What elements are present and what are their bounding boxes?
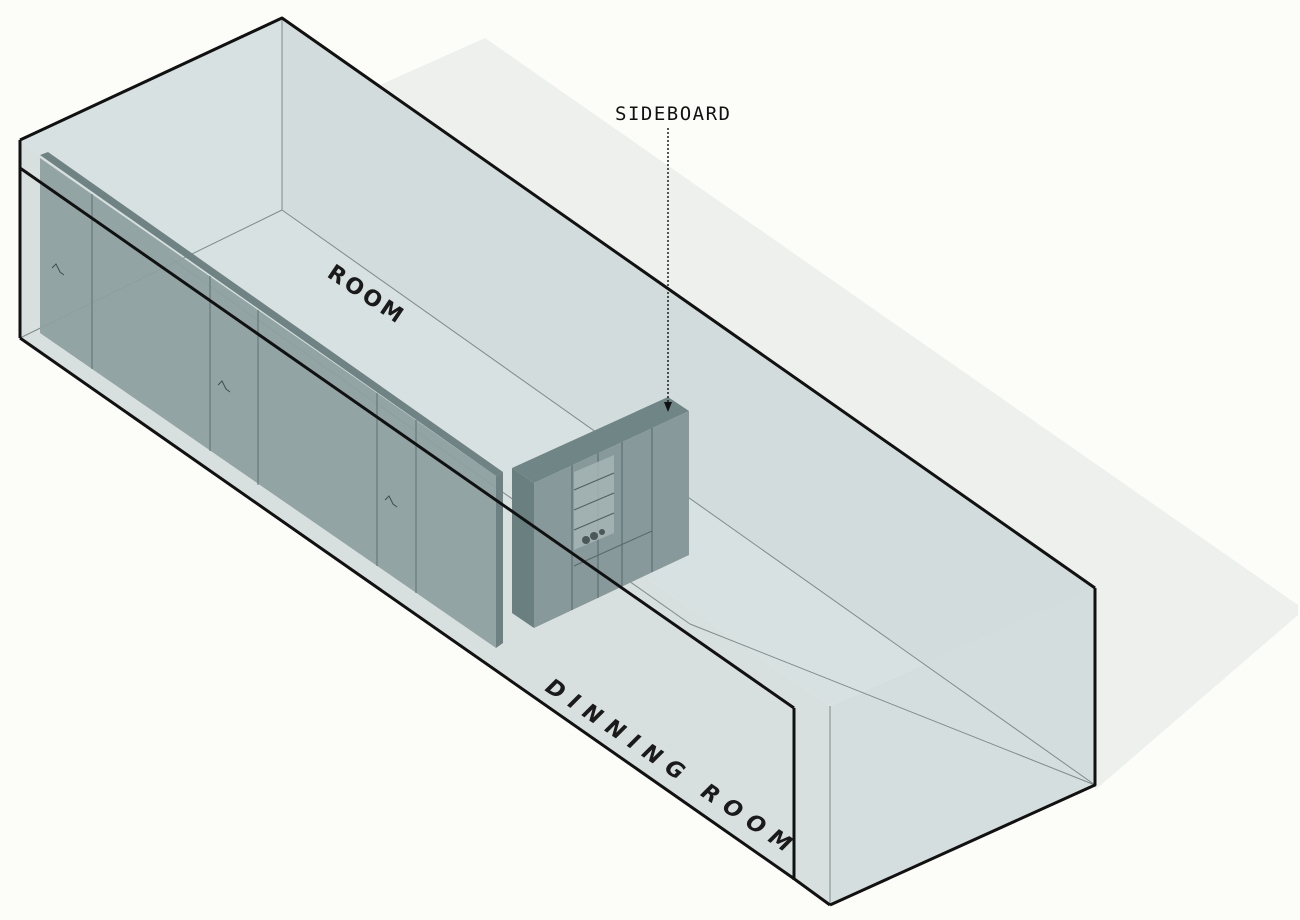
- sideboard-shelf-2: [573, 492, 615, 511]
- decor-object: [599, 529, 605, 535]
- sideboard-side: [512, 468, 534, 628]
- outline-wall-top: [19, 166, 795, 710]
- wardrobe-panel-top: [40, 152, 503, 476]
- outline-bottom: [19, 336, 794, 880]
- sideboard-callout-label: SIDEBOARD: [615, 103, 731, 125]
- door-handle-icon: [384, 495, 398, 508]
- door-handle-icon: [217, 380, 231, 393]
- ground-shadow: [380, 38, 1298, 790]
- callout-arrow-icon: [664, 402, 672, 412]
- room-volume-end: [830, 588, 1095, 905]
- sideboard-shelf-3: [573, 512, 615, 531]
- outline-top: [19, 16, 1096, 590]
- decor-object: [590, 532, 598, 540]
- wardrobe-panel-front: [40, 158, 496, 648]
- decor-object: [582, 536, 590, 544]
- room-volume-back: [282, 18, 1095, 785]
- sideboard-base-line: [573, 530, 653, 567]
- door-handle-icon: [51, 263, 65, 276]
- floor-line-2: [689, 623, 1096, 786]
- sideboard-top: [512, 397, 689, 483]
- wardrobe-panel-side: [496, 472, 503, 648]
- outline-end: [829, 588, 1097, 907]
- sideboard-shelf-1: [573, 472, 615, 491]
- outline-end-bottom: [792, 876, 831, 907]
